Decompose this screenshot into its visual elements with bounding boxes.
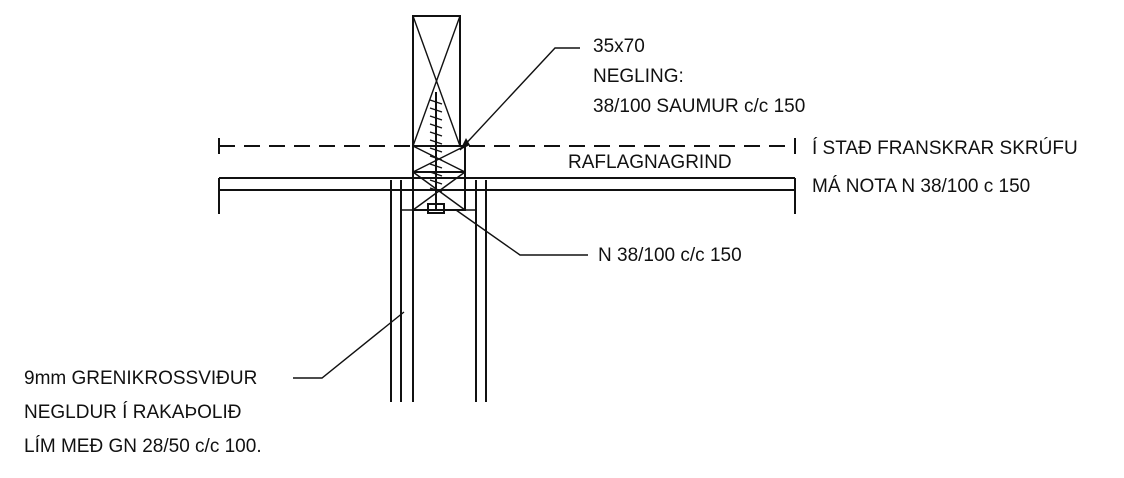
cross-block [412,145,466,211]
screw-icon [427,92,445,214]
plywood-spec-line-2: NEGLDUR Í RAKAÞOLIÐ [24,402,242,423]
screw-alternative-line-2: MÁ NOTA N 38/100 c 150 [812,176,1030,197]
nail-spec-label: N 38/100 c/c 150 [598,245,742,266]
plywood-spec-line-3: LÍM MEÐ GN 28/50 c/c 100. [24,436,262,457]
member-size-label: 35x70 [593,36,645,57]
horizontal-plate [218,177,796,214]
nailing-spec-label: 38/100 SAUMUR c/c 150 [593,96,805,117]
nailing-heading-label: NEGLING: [593,66,684,87]
leader-lines [293,47,588,379]
plywood-wall-section [390,180,487,402]
electrical-grid-dashed-line [218,138,796,154]
plywood-spec-line-1: 9mm GRENIKROSSVIÐUR [24,368,257,389]
screw-alternative-line-1: Í STAÐ FRANSKRAR SKRÚFU [812,137,1078,159]
electrical-grid-label: RAFLAGNAGRIND [568,152,732,173]
